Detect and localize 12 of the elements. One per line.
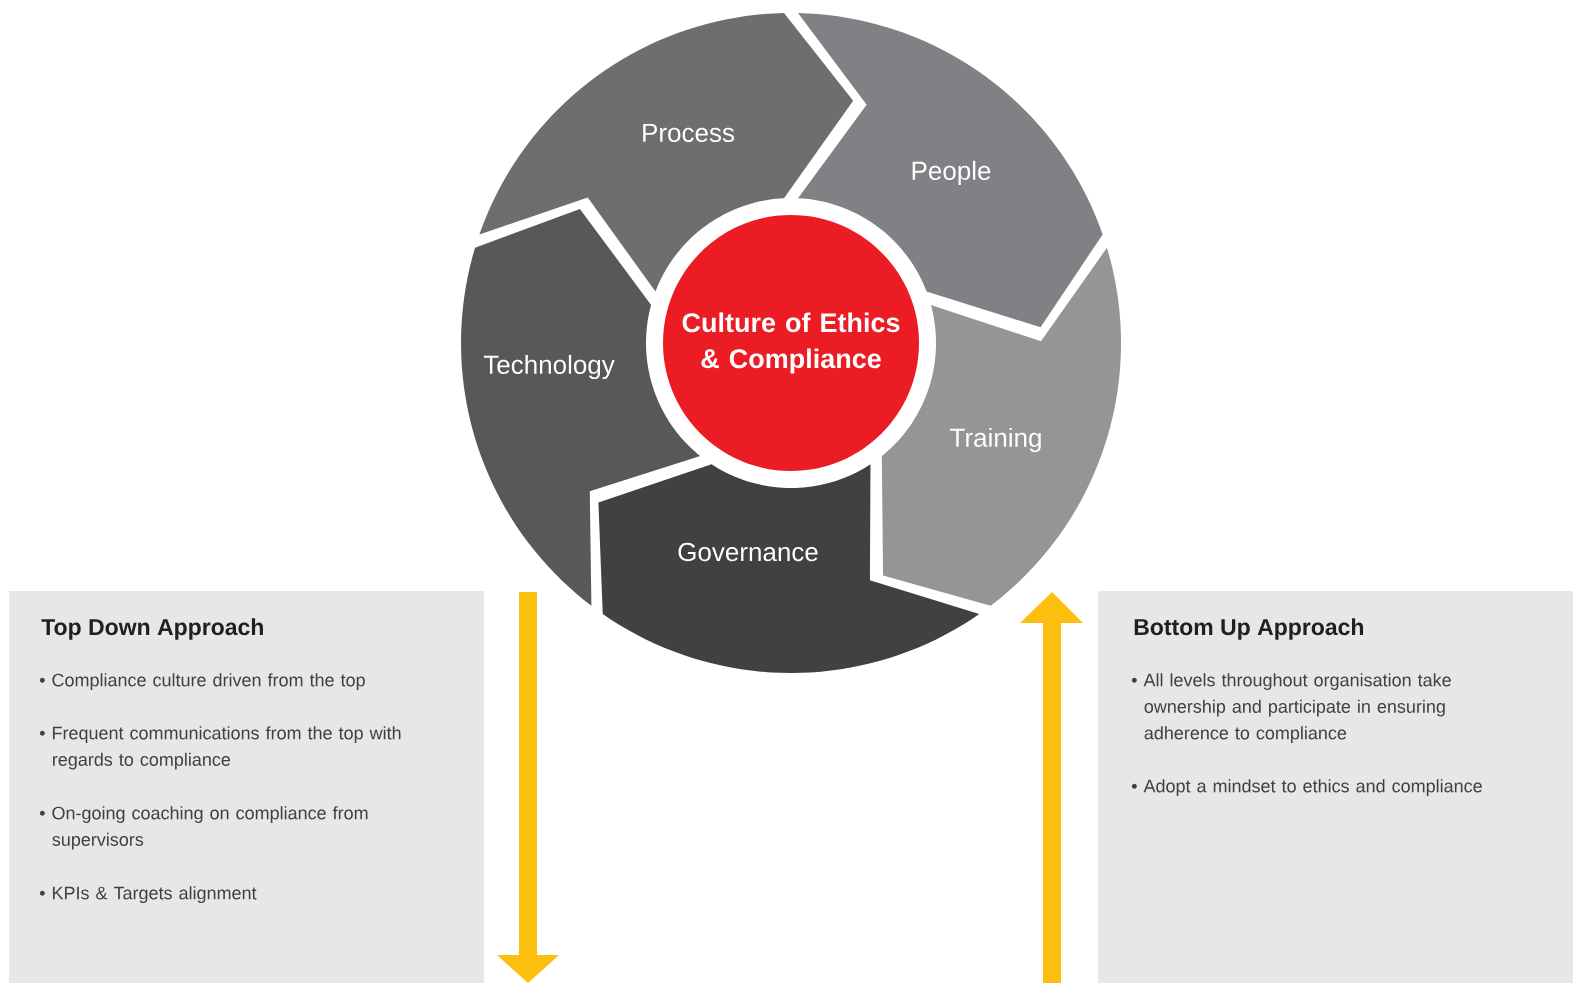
bullet-text: • Frequent communications from the top with regards to compliance (39, 726, 401, 770)
bullet-text: • KPIs & Targets alignment (39, 886, 257, 903)
bullet-text: • Compliance culture driven from the top (39, 673, 365, 690)
approach-panel (9, 591, 484, 983)
approach-panel (1098, 591, 1573, 983)
bullet-text: • On-going coaching on compliance from supervisors (39, 806, 368, 850)
panel-heading: Bottom Up Approach (1134, 618, 1364, 640)
panel-heading: Top Down Approach (41, 618, 263, 640)
bullet-text: • Adopt a mindset to ethics and compliance (1131, 779, 1482, 796)
ring-segment: Governance (598, 464, 980, 673)
bullet-text: • All levels throughout organisation take ownership and participate in ensuring adherence to compliance (1131, 673, 1451, 743)
ring-segment: Process (479, 13, 854, 292)
